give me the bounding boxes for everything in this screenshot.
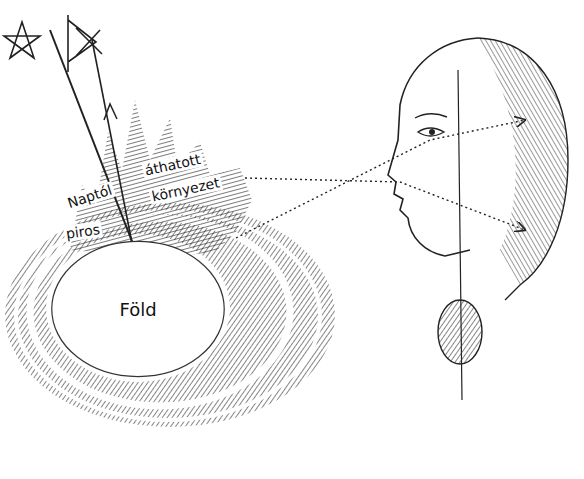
eye (418, 128, 444, 136)
head-profile (388, 38, 478, 256)
sight-line (245, 178, 525, 230)
ring-gap (30, 218, 290, 406)
sun-ray (92, 40, 133, 248)
earth-surface (52, 241, 224, 376)
star-symbol (4, 22, 40, 58)
heart-shape (438, 300, 482, 364)
sun-ray (50, 30, 140, 262)
eyebrow (415, 114, 447, 118)
head-back (478, 38, 568, 300)
ray-arrowhead (104, 104, 117, 120)
head-hair (478, 38, 568, 285)
pupil (429, 129, 435, 135)
earth-node: Föld (50, 240, 226, 378)
sight-line (236, 120, 525, 238)
node-title: Föld (119, 299, 156, 320)
